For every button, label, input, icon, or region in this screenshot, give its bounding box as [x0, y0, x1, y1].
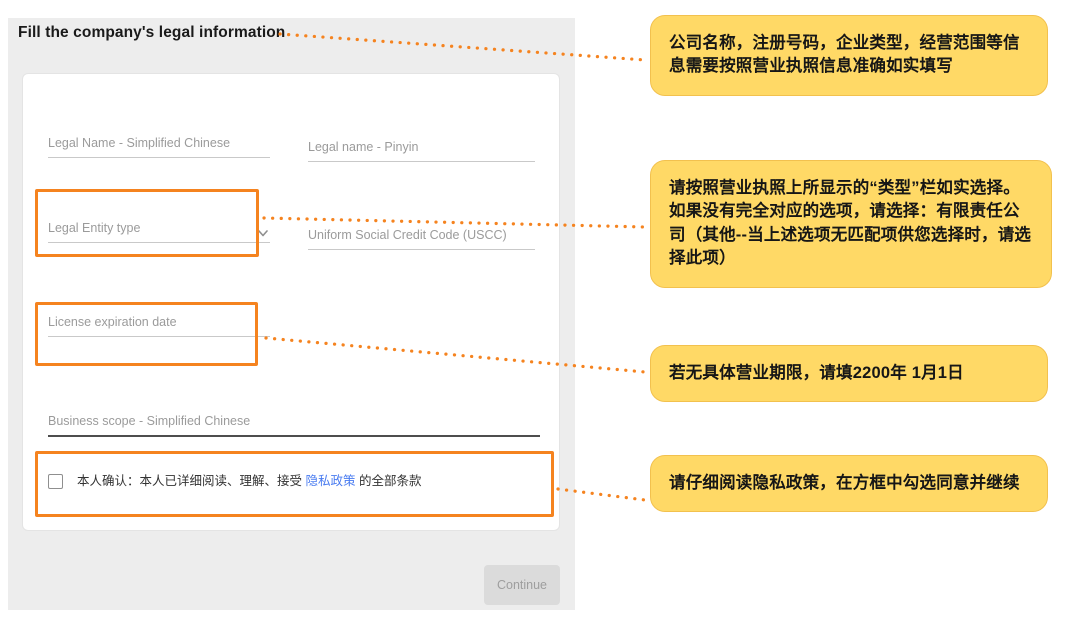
- legal-name-field-wrap: [48, 134, 270, 158]
- license-expiration-field-wrap: [48, 313, 270, 337]
- chevron-down-icon: [258, 224, 268, 242]
- legal-entity-type-select[interactable]: [48, 221, 270, 243]
- privacy-consent-label: 本人确认：本人已详细阅读、理解、接受 隐私政策 的全部条款: [77, 474, 421, 489]
- license-expiration-input[interactable]: [48, 315, 270, 337]
- uscc-field-wrap: [308, 226, 535, 250]
- privacy-consent-row: 本人确认：本人已详细阅读、理解、接受 隐私政策 的全部条款: [48, 474, 421, 489]
- business-scope-field-wrap: [48, 412, 540, 437]
- legal-name-pinyin-field-wrap: [308, 138, 535, 162]
- callout-privacy: 请仔细阅读隐私政策，在方框中勾选同意并继续: [650, 455, 1048, 513]
- business-scope-input[interactable]: [48, 414, 540, 437]
- legal-name-input[interactable]: [48, 136, 270, 158]
- callout-entity-type: 请按照营业执照上所显示的“类型”栏如实选择。如果没有完全对应的选项，请选择：有限…: [650, 160, 1052, 288]
- legal-entity-type-input[interactable]: [48, 221, 270, 243]
- page-title: Fill the company's legal information: [18, 24, 286, 41]
- privacy-consent-checkbox[interactable]: [48, 474, 63, 489]
- callout-legal-info: 公司名称，注册号码，企业类型，经营范围等信息需要按照营业执照信息准确如实填写: [650, 15, 1048, 96]
- legal-name-pinyin-input[interactable]: [308, 140, 535, 162]
- consent-text-prefix: 本人确认：本人已详细阅读、理解、接受: [77, 474, 306, 488]
- consent-text-suffix: 的全部条款: [355, 474, 422, 488]
- privacy-policy-link[interactable]: 隐私政策: [305, 474, 356, 488]
- uscc-input[interactable]: [308, 228, 535, 250]
- callout-license-date: 若无具体营业期限，请填2200年 1月1日: [650, 345, 1048, 403]
- continue-button[interactable]: Continue: [484, 565, 560, 605]
